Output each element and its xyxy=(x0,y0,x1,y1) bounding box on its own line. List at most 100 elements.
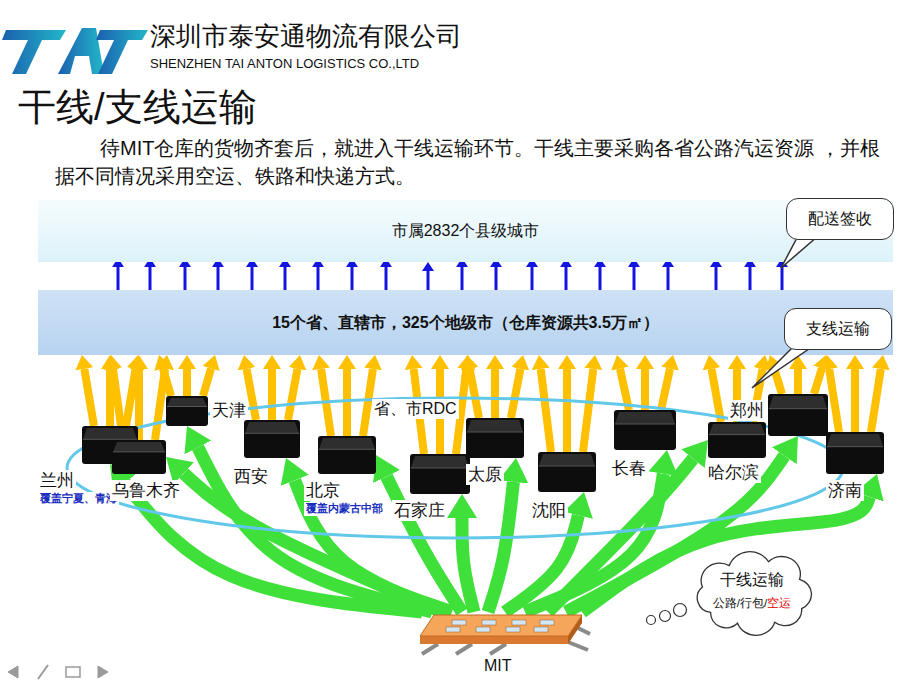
box-3d xyxy=(410,454,470,494)
box-edge xyxy=(245,433,299,434)
box-body xyxy=(768,394,828,436)
slide-title: 干线/支线运输 xyxy=(18,84,257,132)
rdc-warehouse: 乌鲁木齐 xyxy=(112,440,166,474)
trunk-arrow xyxy=(295,480,452,612)
city-label: 沈阳 xyxy=(530,500,568,521)
delivery-arrow xyxy=(217,267,220,290)
roof-window xyxy=(512,620,526,625)
branch-arrow xyxy=(84,369,94,426)
branch-arrow xyxy=(583,369,593,452)
callout-bubble: 支线运输 xyxy=(784,308,892,350)
delivery-arrow xyxy=(317,267,320,290)
delivery-arrow xyxy=(351,267,354,290)
rdc-warehouse: 北京覆盖内蒙古中部 xyxy=(318,436,376,474)
node-label: 省、市RDC xyxy=(372,399,459,419)
rdc-warehouse: 沈阳 xyxy=(538,452,596,492)
city-label: 乌鲁木齐 xyxy=(110,480,182,501)
trunk-arrow xyxy=(525,474,663,612)
cloud-callout: 干线运输公路/行包/空运 xyxy=(690,552,814,630)
nav-next xyxy=(98,666,108,678)
delivery-arrow xyxy=(149,267,152,290)
branch-arrow xyxy=(470,369,479,418)
company-name: 深圳市泰安通物流有限公司 xyxy=(150,20,462,53)
delivery-arrow xyxy=(385,267,388,290)
box-3d xyxy=(826,432,884,474)
box-top xyxy=(827,434,883,447)
cloud-outline xyxy=(690,552,814,630)
box-top xyxy=(113,442,165,452)
nav-prev xyxy=(8,666,18,678)
delivery-arrow xyxy=(633,267,636,290)
dock-pin xyxy=(568,642,588,650)
rdc-warehouse: 长春 xyxy=(614,410,676,450)
box-edge xyxy=(827,446,883,447)
box-top xyxy=(319,438,375,449)
box-body xyxy=(166,396,208,426)
box-3d xyxy=(466,418,524,458)
bubble xyxy=(647,616,656,625)
dock-pin xyxy=(490,644,506,654)
trunk-arrow xyxy=(505,515,578,612)
box-body xyxy=(826,432,884,474)
node-label: 15个省、直辖市，325个地级市（仓库资源共3.5万㎡） xyxy=(272,313,659,333)
callout-bubble: 配送签收 xyxy=(786,198,894,240)
box-3d xyxy=(538,452,596,492)
transport-mode: 公路/行包/ xyxy=(713,596,767,610)
roof-window xyxy=(452,620,466,625)
branch-arrow xyxy=(268,369,276,420)
cloud-shape xyxy=(697,552,811,636)
box-body xyxy=(410,454,470,494)
delivery-arrow xyxy=(117,267,120,290)
delivery-arrow xyxy=(184,267,187,290)
cloud-title: 干线运输 xyxy=(720,570,784,590)
slab-front xyxy=(420,636,568,644)
branch-arrow xyxy=(163,368,171,396)
rdc-warehouse: 济南 xyxy=(826,432,884,474)
branch-arrow xyxy=(155,369,165,440)
delivery-arrow xyxy=(667,267,670,290)
branch-arrow xyxy=(511,369,520,418)
box-body xyxy=(538,452,596,492)
box-top xyxy=(709,424,765,435)
trunk-arrow xyxy=(125,483,422,612)
mit-building xyxy=(412,612,590,654)
delivery-arrow xyxy=(599,267,602,290)
node-label: 支线运输 xyxy=(806,319,870,339)
dock-pin xyxy=(456,644,472,654)
node-label: 配送签收 xyxy=(808,209,872,229)
mit-warehouse: MIT xyxy=(412,612,590,654)
delivery-arrow xyxy=(749,267,752,290)
rdc-warehouse: 郑州 xyxy=(768,394,828,436)
company-logo xyxy=(2,28,148,74)
delivery-arrow xyxy=(781,267,784,290)
city-label: 济南 xyxy=(826,480,864,501)
branch-arrow xyxy=(563,369,571,452)
box-edge xyxy=(539,466,595,467)
roof-window xyxy=(476,627,490,632)
box-body xyxy=(708,422,766,458)
city-label: 哈尔滨 xyxy=(706,462,761,483)
delivery-arrow xyxy=(251,267,254,290)
city-label: 石家庄 xyxy=(392,500,447,521)
trunk-arrow xyxy=(387,477,462,612)
dock-pin xyxy=(578,628,590,634)
branch-arrow xyxy=(106,369,114,426)
trunk-arrow xyxy=(198,447,432,612)
box-body xyxy=(318,436,376,474)
box-body xyxy=(466,418,524,458)
coverage-note: 覆盖宁夏、青海 xyxy=(38,492,119,506)
box-top xyxy=(83,428,137,439)
nav-pen xyxy=(38,665,48,679)
roof-window xyxy=(540,620,554,625)
box-3d xyxy=(318,436,376,474)
logo-part xyxy=(58,28,104,74)
logo-part xyxy=(96,30,148,74)
coverage-note: 覆盖内蒙古中部 xyxy=(304,502,385,516)
branch-arrow xyxy=(183,369,191,396)
branch-arrow xyxy=(491,369,499,418)
box-3d xyxy=(166,396,208,426)
box-top xyxy=(539,454,595,466)
rdc-warehouse: 太原 xyxy=(466,418,524,458)
delivery-arrow xyxy=(715,267,718,290)
